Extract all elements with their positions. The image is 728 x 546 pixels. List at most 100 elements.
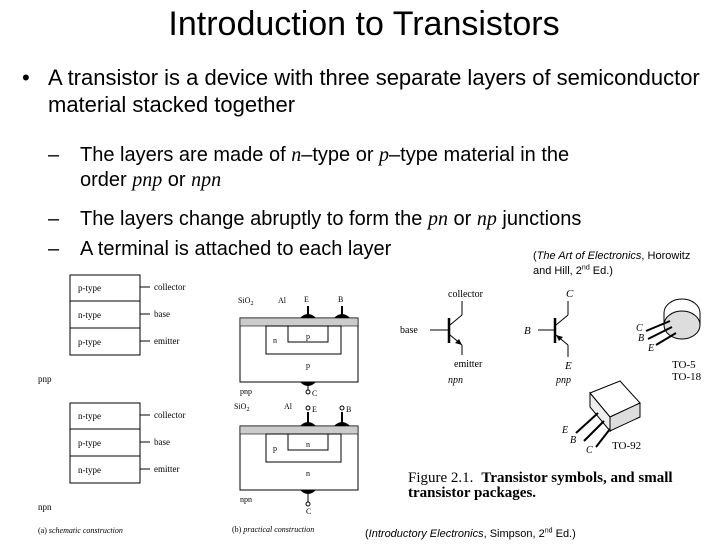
- terminal-label: emitter: [154, 464, 180, 474]
- terminal-label: collector: [154, 410, 185, 420]
- layer-label: n-type: [78, 310, 101, 320]
- svg-text:Figure 2.1.Transistor symbols,: Figure 2.1.Transistor symbols, and small: [408, 470, 673, 486]
- dash-icon: –: [48, 144, 60, 166]
- cite-book: The Art of Electronics: [536, 250, 642, 262]
- text-part: or: [447, 208, 477, 230]
- schematic-construction-figure: p-type n-type p-type collector base emit…: [38, 274, 185, 535]
- pnp-italic: pnp: [132, 169, 163, 191]
- svg-text:E: E: [564, 360, 572, 372]
- svg-text:Al: Al: [278, 296, 287, 305]
- svg-text:C: C: [586, 445, 593, 456]
- svg-text:p: p: [273, 444, 277, 453]
- cite-sup: nd: [581, 264, 590, 272]
- svg-text:B: B: [346, 405, 351, 414]
- cite-book: Introductory Electronics: [368, 528, 484, 540]
- text-part: –type material in the: [389, 144, 570, 166]
- bullet-dot-icon: •: [22, 65, 30, 90]
- caption-b: (b) practical construction: [232, 525, 314, 534]
- terminal-label: base: [154, 309, 170, 319]
- svg-text:SiO2: SiO2: [234, 402, 249, 413]
- dash-icon: –: [48, 238, 60, 260]
- sub-bullet-text: A terminal is attached to each layer: [80, 238, 392, 260]
- sub-bullet-layers-change: – The layers change abruptly to form the…: [48, 207, 708, 232]
- citation-horowitz: (The Art of Electronics, Horowitz and Hi…: [533, 249, 723, 279]
- transistor-symbols-figure: collector base emitter npn C B E pnp C: [400, 288, 702, 501]
- svg-text:SiO2: SiO2: [238, 296, 253, 307]
- svg-text:Al: Al: [284, 402, 293, 411]
- layer-label: n-type: [78, 465, 101, 475]
- pn-italic: pn: [427, 208, 448, 230]
- svg-text:base: base: [400, 325, 418, 336]
- to5-package-icon: C B E TO-5 TO-18: [636, 298, 702, 383]
- pnp-layer-stack: p-type n-type p-type collector base emit…: [69, 274, 185, 356]
- svg-text:B: B: [338, 295, 343, 304]
- slide-title: Introduction to Transistors: [168, 5, 560, 43]
- text-part: order: [80, 169, 133, 191]
- sub-bullet-text-line2: order pnp or npn: [80, 168, 221, 193]
- svg-text:npn: npn: [448, 375, 463, 386]
- svg-text:TO-18: TO-18: [672, 371, 702, 383]
- text-part: junctions: [496, 208, 582, 230]
- terminal-label: base: [154, 437, 170, 447]
- svg-text:E: E: [561, 425, 568, 436]
- cite-part: (: [365, 528, 369, 540]
- cite-part: Ed.): [589, 265, 613, 277]
- svg-text:pnp: pnp: [240, 387, 252, 396]
- svg-text:n: n: [306, 440, 310, 449]
- main-bullet-text: A transistor is a device with three sepa…: [48, 65, 700, 117]
- sub-bullet-terminal: – A terminal is attached to each layer: [48, 237, 498, 262]
- svg-text:collector: collector: [448, 289, 484, 300]
- svg-text:TO-5: TO-5: [672, 359, 696, 371]
- svg-text:C: C: [312, 389, 317, 398]
- npn-device: SiO2 Al E B p n n C npn: [234, 402, 359, 516]
- cite-part: Ed.): [552, 528, 576, 540]
- pnp-device: SiO2 Al E B n p p C pnp: [238, 295, 359, 398]
- layer-label: p-type: [78, 283, 101, 293]
- layer-label: p-type: [78, 337, 101, 347]
- svg-text:B: B: [524, 325, 531, 337]
- svg-text:n: n: [273, 336, 277, 345]
- layer-label: n-type: [78, 411, 101, 421]
- svg-text:E: E: [312, 405, 317, 414]
- svg-text:p: p: [306, 361, 310, 370]
- npn-symbol-icon: collector base emitter npn: [400, 289, 484, 386]
- practical-construction-figure: SiO2 Al E B n p p C pnp SiO2 Al E B p n …: [232, 295, 359, 534]
- cite-part: and Hill, 2: [533, 265, 582, 277]
- cite-part: (: [533, 250, 537, 262]
- svg-text:npn: npn: [240, 495, 252, 504]
- n-italic: n: [291, 144, 302, 166]
- terminal-label: emitter: [154, 336, 180, 346]
- svg-text:B: B: [638, 333, 644, 344]
- npn-layer-stack: n-type p-type n-type collector base emit…: [69, 402, 185, 484]
- svg-text:C: C: [636, 323, 643, 334]
- cite-part: , Horowitz: [641, 250, 691, 262]
- cite-sup: nd: [544, 527, 553, 535]
- svg-text:n: n: [306, 469, 310, 478]
- svg-text:emitter: emitter: [454, 359, 483, 370]
- caption-a: (a) schematic construction: [38, 526, 123, 535]
- p-italic: p: [379, 144, 390, 166]
- svg-text:pnp: pnp: [555, 375, 571, 386]
- sub-bullet-layers-made: – The layers are made of n–type or p–typ…: [48, 143, 708, 193]
- text-part: The layers change abruptly to form the: [80, 208, 428, 230]
- layer-label: p-type: [78, 438, 101, 448]
- svg-text:B: B: [570, 435, 576, 446]
- to92-package-icon: E B C TO-92: [561, 380, 641, 456]
- svg-text:C: C: [566, 288, 574, 300]
- terminal-label: collector: [154, 282, 185, 292]
- sub-bullet-text: The layers are made of n–type or p–type …: [80, 143, 569, 168]
- figure-2-1-caption: Figure 2.1.Transistor symbols, and small…: [408, 470, 673, 501]
- pnp-symbol-icon: C B E pnp: [524, 288, 574, 386]
- sub-bullet-text: The layers change abruptly to form the p…: [80, 207, 581, 232]
- text-part: The layers are made of: [80, 144, 292, 166]
- svg-text:C: C: [306, 507, 311, 516]
- npn-label: npn: [38, 502, 52, 512]
- svg-text:E: E: [304, 295, 309, 304]
- npn-italic: npn: [191, 169, 222, 191]
- cite-part: , Simpson, 2: [483, 528, 545, 540]
- svg-text:transistor packages.: transistor packages.: [408, 485, 536, 501]
- svg-text:E: E: [647, 343, 654, 354]
- text-part: –type or: [301, 144, 380, 166]
- dash-icon: –: [48, 208, 60, 230]
- pnp-label: pnp: [38, 374, 52, 384]
